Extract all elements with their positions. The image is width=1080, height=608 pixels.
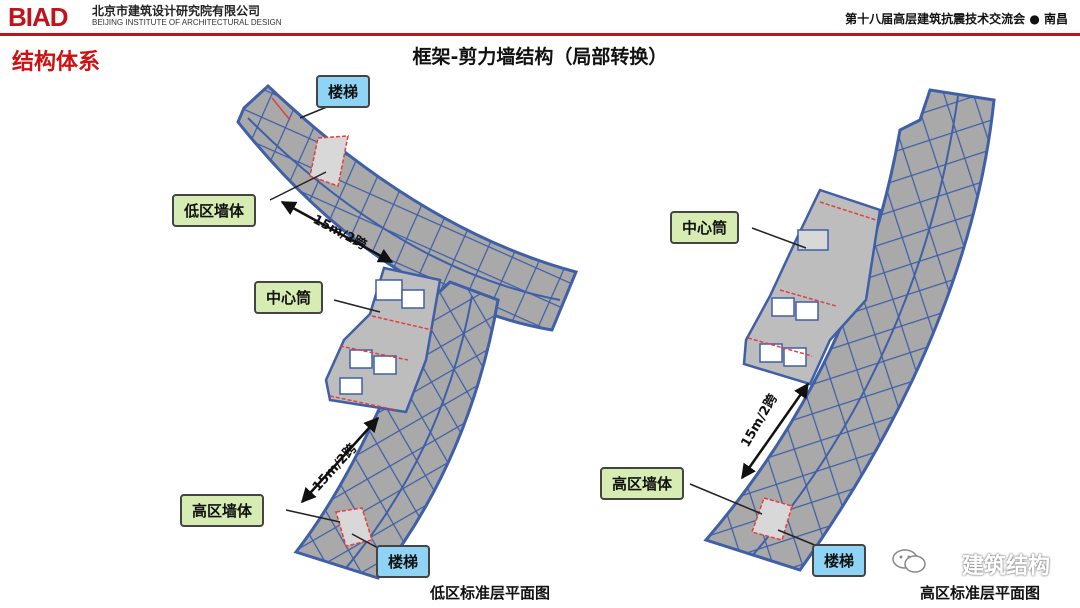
left-dimension-arrow-1 [280, 200, 394, 264]
left-high-wall-label: 高区墙体 [180, 494, 265, 527]
watermark-text: 建筑结构 [961, 554, 1050, 579]
right-core-cluster [742, 188, 882, 386]
left-core-label: 中心筒 [254, 281, 324, 314]
left-plan-caption: 低区标准层平面图 [430, 584, 551, 602]
right-high-wall-label: 高区墙体 [600, 467, 685, 500]
section-title: 结构体系 [12, 50, 101, 75]
header-divider [0, 33, 1080, 36]
wechat-icon [892, 549, 926, 573]
left-stair-top-label: 楼梯 [316, 75, 371, 108]
right-core-label: 中心筒 [670, 211, 740, 244]
org-name-cn: 北京市建筑设计研究院有限公司 [92, 4, 261, 18]
left-core-cluster [324, 266, 442, 414]
biad-logo: BIAD [8, 2, 69, 32]
left-stair-bottom-label: 楼梯 [376, 545, 431, 578]
left-low-wall-label: 低区墙体 [172, 194, 257, 227]
right-dimension-arrow [740, 382, 810, 480]
right-stair-label: 楼梯 [812, 544, 867, 577]
right-dimension-text: 15m/2跨 [738, 391, 781, 450]
org-name-en: BEIJING INSTITUTE OF ARCHITECTURAL DESIG… [92, 18, 282, 27]
header-bar: BIAD 北京市建筑设计研究院有限公司 BEIJING INSTITUTE OF… [0, 0, 1080, 34]
right-plan-caption: 高区标准层平面图 [920, 584, 1041, 602]
left-dimension-arrow-2 [300, 416, 380, 504]
right-tower-wing [703, 88, 996, 572]
conference-title: 第十八届高层建筑抗震技术交流会 ● 南昌 [845, 12, 1068, 26]
slide-title: 框架-剪力墙结构（局部转换） [412, 46, 668, 68]
